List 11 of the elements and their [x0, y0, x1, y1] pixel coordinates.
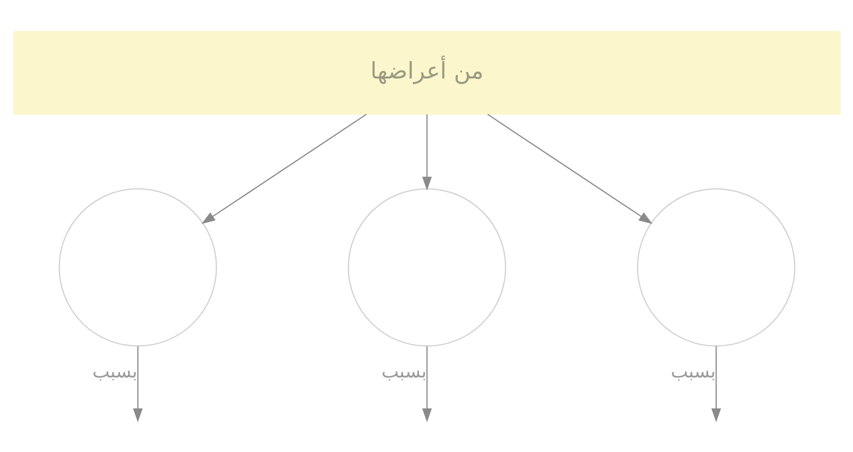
- edge-label: بسبب: [670, 360, 716, 382]
- arrow: [132, 346, 142, 422]
- node-circle: [347, 188, 506, 346]
- arrow: [200, 113, 366, 224]
- edge-label: بسبب: [381, 360, 426, 382]
- arrow: [486, 113, 652, 224]
- arrow: [422, 114, 432, 190]
- arrow: [422, 346, 432, 422]
- arrow: [710, 346, 720, 422]
- edge-label: بسبب: [92, 360, 137, 382]
- node-box: من أعراضها: [12, 30, 840, 114]
